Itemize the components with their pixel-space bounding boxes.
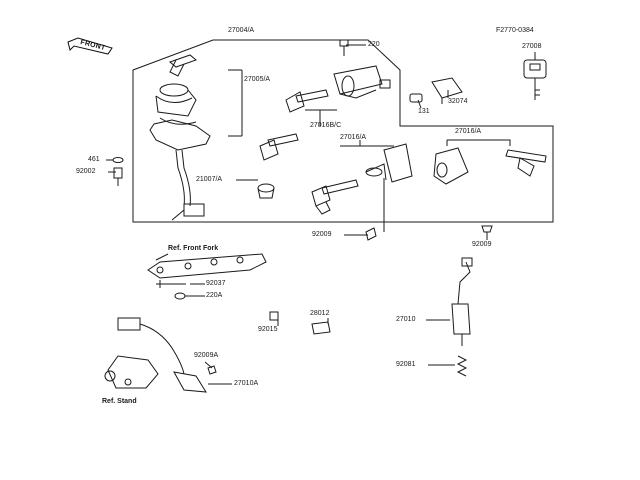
front-fork-bracket: [148, 254, 266, 278]
label-27010: 27010: [396, 316, 416, 323]
leader-131: [418, 100, 421, 108]
cap-131: [410, 94, 422, 102]
label-92015: 92015: [258, 326, 278, 333]
key-27005a: [260, 134, 298, 160]
label-27004a: 27004/A: [228, 27, 255, 34]
screw-92009a: [208, 366, 216, 374]
label-32074: 32074: [448, 98, 468, 105]
switch-cable-27010: [452, 258, 472, 346]
grommet-21007a: [258, 184, 274, 198]
key-blank-27008: [524, 60, 546, 100]
bolt-92002: [114, 168, 122, 186]
label-27016a-right: 27016/A: [455, 128, 482, 135]
label-28012: 28012: [310, 310, 330, 317]
lock-cylinder-27016bc: [334, 66, 390, 98]
key-27016a-c: [312, 180, 358, 214]
label-27010a: 27010A: [234, 380, 259, 387]
key-27016bc: [286, 90, 328, 112]
label-92009a: 92009A: [194, 352, 219, 359]
sub-bracket-27016a-r: [447, 140, 510, 146]
label-92009-center: 92009: [312, 231, 332, 238]
washer-220a: [175, 293, 185, 299]
sub-bracket-ignition: [228, 70, 242, 136]
label-21007a: 21007/A: [196, 176, 223, 183]
label-92037: 92037: [206, 280, 226, 287]
sub-bracket-27016bc: [305, 110, 337, 126]
bracket-32074: [432, 78, 462, 104]
label-92009-right: 92009: [472, 241, 492, 248]
label-92081: 92081: [396, 361, 416, 368]
diagram-code: F2770-0384: [496, 27, 534, 34]
bolt-92037: [156, 280, 186, 288]
lock-cylinder-27016a-r: [434, 148, 468, 184]
label-27005a: 27005/A: [244, 76, 271, 83]
label-ref-front-fork: Ref. Front Fork: [168, 245, 219, 252]
side-stand-switch: [105, 318, 206, 392]
screw-92009-r: [482, 226, 492, 232]
label-ref-stand: Ref. Stand: [102, 398, 137, 405]
label-27016a-center: 27016/A: [340, 134, 367, 141]
label-27008: 27008: [522, 43, 542, 50]
label-220: 220: [368, 41, 380, 48]
label-220a: 220A: [206, 292, 223, 299]
main-assembly-bracket: [133, 40, 553, 222]
label-461: 461: [88, 156, 100, 163]
key-27016a-r: [506, 150, 546, 176]
washer-461: [113, 158, 123, 163]
label-131: 131: [418, 108, 430, 115]
label-27016bc: 27016B/C: [310, 122, 342, 129]
lock-cylinder-27016a-c: [366, 144, 412, 182]
pad-28012: [312, 322, 330, 334]
label-92002: 92002: [76, 168, 96, 175]
front-arrow-icon: [66, 36, 114, 56]
retainer-92015: [270, 312, 278, 320]
ignition-switch-assembly: [150, 55, 210, 220]
spring-92081: [458, 356, 466, 376]
screw-92009-c: [366, 228, 376, 240]
sub-bracket-27016a-c: [340, 140, 394, 146]
screw-220: [340, 40, 348, 56]
